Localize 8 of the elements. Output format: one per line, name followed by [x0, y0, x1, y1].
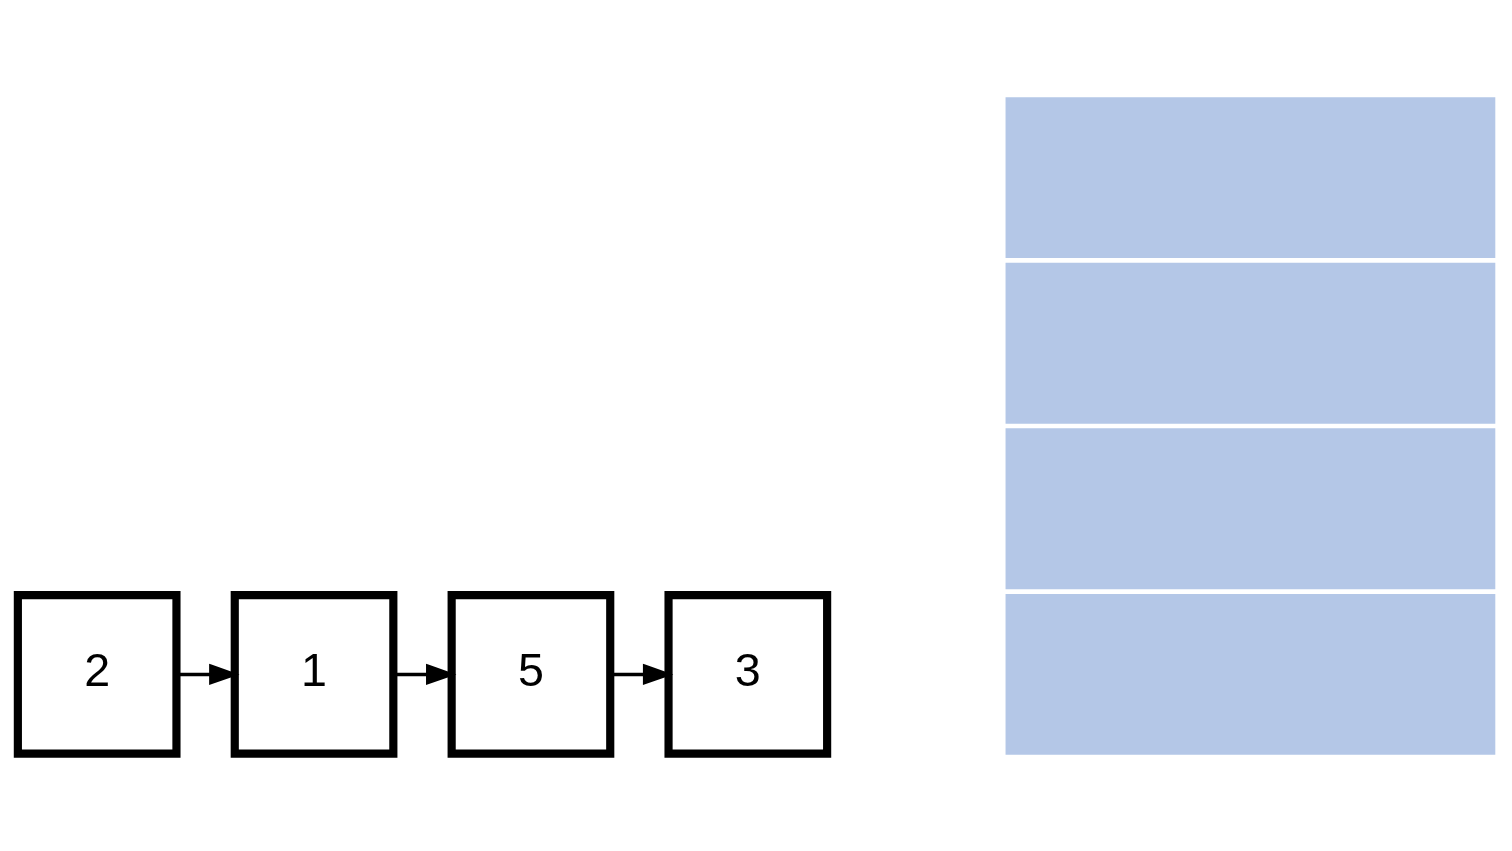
node-box: [1005, 96, 1496, 258]
node-box: 1: [230, 590, 398, 758]
node-box: [1005, 427, 1496, 589]
node-box: 5: [447, 590, 615, 758]
node-box: 3: [664, 590, 832, 758]
node-box: [1005, 593, 1496, 755]
node-box: 2: [13, 590, 181, 758]
node-box: [1005, 262, 1496, 424]
